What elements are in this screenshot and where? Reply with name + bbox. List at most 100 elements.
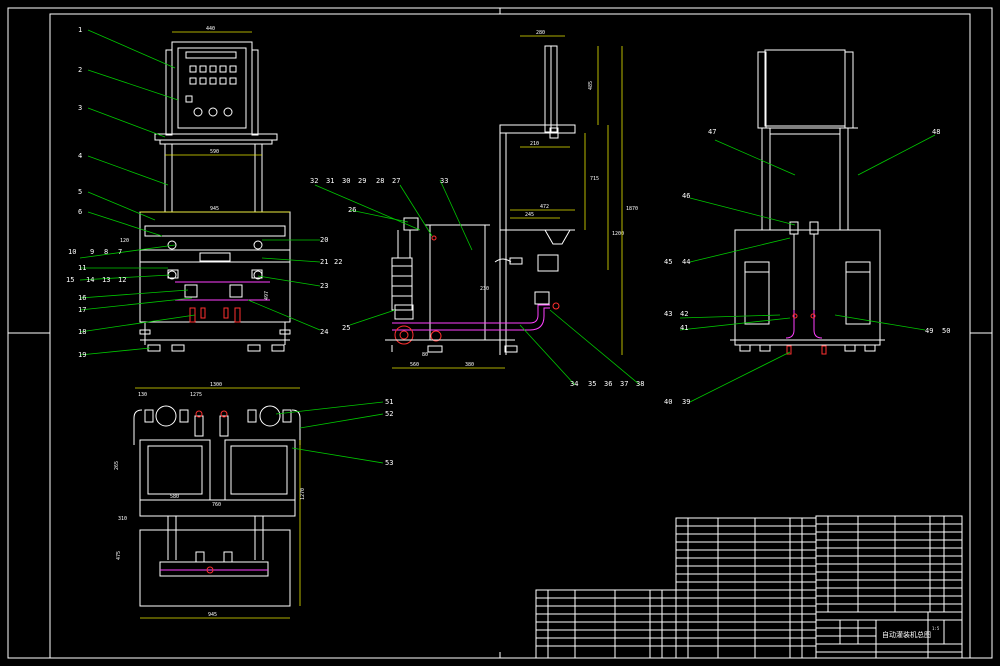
part-label: 31 bbox=[326, 177, 334, 185]
dim-front-base: 945 bbox=[210, 206, 219, 212]
part-label: 23 bbox=[320, 282, 328, 290]
dim-plan-i: 310 bbox=[118, 516, 127, 522]
parts-list-middle bbox=[675, 517, 817, 659]
part-label: 3 bbox=[78, 104, 82, 112]
dim-side-d2: 245 bbox=[525, 212, 534, 218]
dim-front-side-a: 120 bbox=[120, 238, 129, 244]
panel-buttons bbox=[185, 65, 237, 117]
parts-list-left bbox=[535, 589, 677, 659]
part-label: 40 bbox=[664, 398, 672, 406]
part-label: 53 bbox=[385, 459, 393, 467]
part-label: 37 bbox=[620, 380, 628, 388]
part-label: 9 bbox=[90, 248, 94, 256]
dim-side-v1: 80 bbox=[422, 352, 428, 358]
dim-front-top: 440 bbox=[206, 26, 215, 32]
part-label: 16 bbox=[78, 294, 86, 302]
dim-plan-h: 265 bbox=[114, 461, 120, 470]
dim-side-v2: 230 bbox=[480, 286, 489, 292]
dim-side-h5: 1870 bbox=[626, 206, 638, 212]
part-label: 34 bbox=[570, 380, 578, 388]
part-label: 52 bbox=[385, 410, 393, 418]
dim-plan-w1: 1300 bbox=[210, 382, 222, 388]
dim-plan-e: 1270 bbox=[300, 488, 306, 500]
part-label: 12 bbox=[118, 276, 126, 284]
part-label: 35 bbox=[588, 380, 596, 388]
plan-leaders bbox=[275, 401, 384, 464]
part-label: 24 bbox=[320, 328, 328, 336]
part-label: 8 bbox=[104, 248, 108, 256]
dim-plan-b: 1275 bbox=[190, 392, 202, 398]
part-label: 46 bbox=[682, 192, 690, 200]
front-leaders bbox=[79, 29, 321, 356]
part-label: 51 bbox=[385, 398, 393, 406]
plan-view: 1300 130 1275 580 760 1270 475 945 265 3… bbox=[114, 382, 306, 619]
side-view: 280 485 210 472 245 715 1200 1870 560 38… bbox=[385, 30, 638, 369]
front-view: 440 590 945 120 497 bbox=[120, 26, 291, 352]
part-label: 5 bbox=[78, 188, 82, 196]
part-label: 47 bbox=[708, 128, 716, 136]
part-label: 25 bbox=[342, 324, 350, 332]
dim-side-b1: 560 bbox=[410, 362, 419, 368]
part-label: 33 bbox=[440, 177, 448, 185]
part-label: 4 bbox=[78, 152, 82, 160]
part-label: 45 bbox=[664, 258, 672, 266]
part-label: 18 bbox=[78, 328, 86, 336]
part-label: 32 bbox=[310, 177, 318, 185]
part-label: 39 bbox=[682, 398, 690, 406]
right-view bbox=[730, 49, 885, 355]
dim-side-h3: 715 bbox=[590, 176, 599, 182]
part-label: 43 bbox=[664, 310, 672, 318]
side-part-labels: 25 26 27 28 29 30 31 32 33 34 35 36 37 3… bbox=[310, 177, 644, 388]
part-label: 41 bbox=[680, 324, 688, 332]
dim-plan-f: 475 bbox=[116, 551, 122, 560]
part-label: 15 bbox=[66, 276, 74, 284]
part-label: 30 bbox=[342, 177, 350, 185]
right-part-labels: 39 40 41 42 43 44 45 46 47 48 49 50 bbox=[664, 128, 950, 406]
dim-plan-g: 945 bbox=[208, 612, 217, 618]
part-label: 20 bbox=[320, 236, 328, 244]
side-leaders bbox=[314, 179, 641, 386]
dim-plan-c: 580 bbox=[170, 494, 179, 500]
part-label: 2 bbox=[78, 66, 82, 74]
dim-plan-d: 760 bbox=[212, 502, 221, 508]
part-label: 19 bbox=[78, 351, 86, 359]
part-label: 21 bbox=[320, 258, 328, 266]
part-label: 28 bbox=[376, 177, 384, 185]
drawing-scale: 1:5 bbox=[932, 626, 940, 631]
front-part-labels: 1 2 3 4 5 6 7 8 9 10 11 12 13 14 15 16 1… bbox=[66, 26, 342, 359]
part-label: 49 bbox=[925, 327, 933, 335]
part-label: 14 bbox=[86, 276, 94, 284]
sheet-border bbox=[7, 7, 993, 659]
right-leaders bbox=[679, 134, 936, 403]
drawing-title: 自动灌装机总图 bbox=[882, 630, 931, 639]
part-label: 42 bbox=[680, 310, 688, 318]
part-label: 13 bbox=[102, 276, 110, 284]
part-label: 11 bbox=[78, 264, 86, 272]
part-label: 27 bbox=[392, 177, 400, 185]
dim-side-d1: 472 bbox=[540, 204, 549, 210]
dim-plan-a: 130 bbox=[138, 392, 147, 398]
dim-side-b2: 380 bbox=[465, 362, 474, 368]
part-label: 44 bbox=[682, 258, 690, 266]
title-block: 自动灌装机总图 1:5 bbox=[815, 611, 963, 659]
part-label: 6 bbox=[78, 208, 82, 216]
part-label: 29 bbox=[358, 177, 366, 185]
part-label: 7 bbox=[118, 248, 122, 256]
dim-front-side-b: 497 bbox=[264, 291, 270, 300]
parts-list-right bbox=[815, 515, 963, 613]
part-label: 10 bbox=[68, 248, 76, 256]
plan-part-labels: 51 52 53 bbox=[385, 398, 393, 467]
dim-side-h1: 485 bbox=[588, 81, 594, 90]
dim-side-h4: 1200 bbox=[612, 231, 624, 237]
part-label: 17 bbox=[78, 306, 86, 314]
part-label: 1 bbox=[78, 26, 82, 34]
part-label: 48 bbox=[932, 128, 940, 136]
part-label: 38 bbox=[636, 380, 644, 388]
part-label: 26 bbox=[348, 206, 356, 214]
dim-front-mid: 590 bbox=[210, 149, 219, 155]
part-label: 22 bbox=[334, 258, 342, 266]
part-label: 36 bbox=[604, 380, 612, 388]
part-label: 50 bbox=[942, 327, 950, 335]
dim-side-h2: 210 bbox=[530, 141, 539, 147]
